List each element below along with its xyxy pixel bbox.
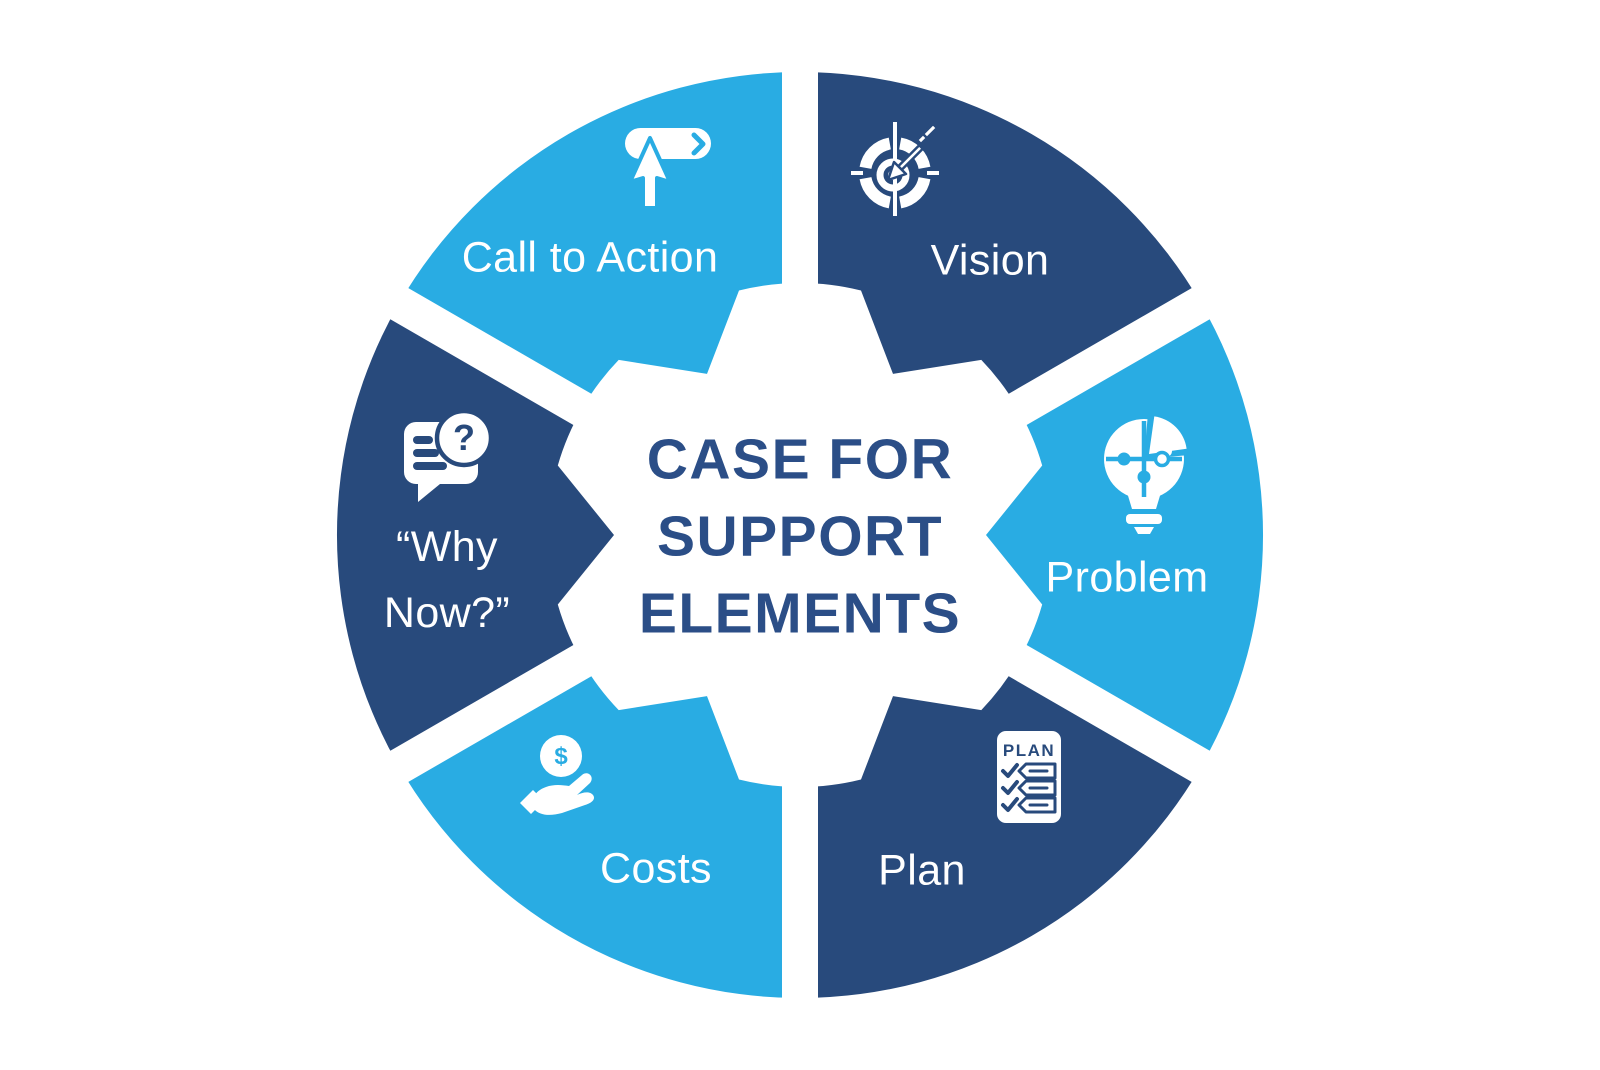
segment-divider (369, 275, 697, 486)
cursor-button-icon (625, 128, 711, 210)
target-dart-icon (851, 122, 939, 216)
plan-icon-text: PLAN (1003, 741, 1055, 760)
coin-hand-icon: $ (520, 735, 595, 815)
question-mark: ? (453, 417, 475, 458)
center-title: CASE FOR SUPPORT ELEMENTS (639, 422, 961, 653)
segment-shape-vision (800, 72, 1201, 409)
segment-shape-why-now (336, 303, 614, 767)
dollar-sign: $ (554, 743, 568, 770)
segment-divider (903, 275, 1231, 486)
segment-divider (369, 584, 697, 795)
segment-label-call-to-action: Call to Action (461, 233, 719, 282)
segment-label-why-now: “Why Now?” (383, 523, 511, 637)
segment-shape-problem (986, 303, 1264, 767)
segment-label-costs: Costs (600, 844, 712, 893)
segment-divider (903, 584, 1231, 795)
question-bubble-icon: ? (404, 408, 494, 502)
plan-checklist-icon: PLAN (997, 731, 1061, 823)
segment-shape-plan (800, 661, 1201, 999)
center-title-line-2: SUPPORT (656, 504, 944, 569)
center-title-line-1: CASE FOR (646, 427, 954, 492)
center-title-line-3: ELEMENTS (638, 581, 962, 646)
segment-shape-costs (399, 661, 800, 998)
segment-label-plan: Plan (878, 846, 966, 895)
segment-label-vision: Vision (930, 236, 1050, 285)
segment-label-problem: Problem (1045, 553, 1209, 602)
puzzle-lightbulb-icon (1104, 415, 1189, 534)
